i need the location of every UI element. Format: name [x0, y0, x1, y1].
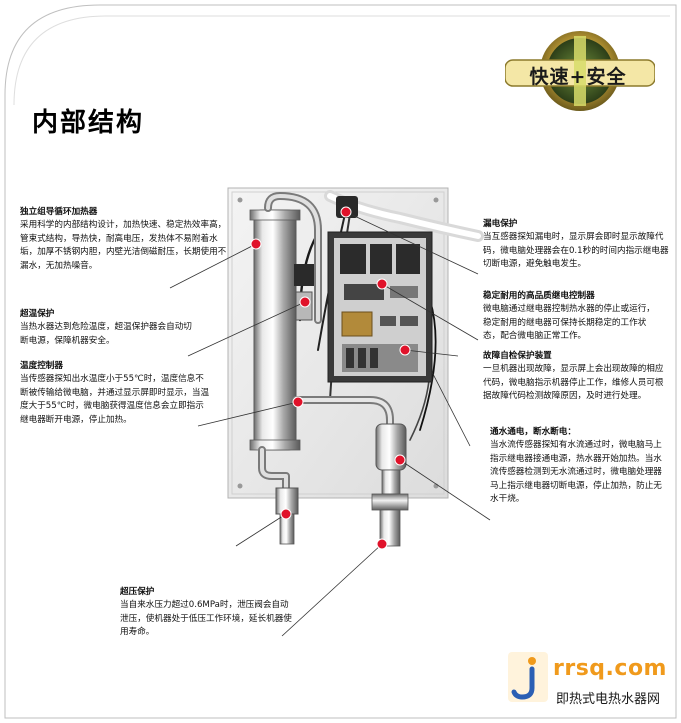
heater-tube — [249, 209, 314, 451]
callout-relay: 稳定耐用的高品质继电控制器 微电脑通过继电器控制热水器的停止或运行，稳定耐用的继… — [483, 290, 663, 344]
safety-badge-emblem — [505, 31, 655, 111]
callout-pressure-body: 当自来水压力超过0.6MPa时，泄压阀会自动泄压，使机器处于低压工作环境，延长机… — [120, 600, 292, 638]
marker-relay — [376, 278, 388, 290]
callout-markers — [250, 206, 411, 550]
callout-overheat-heading: 超温保护 — [20, 309, 55, 319]
control-board — [327, 231, 433, 383]
leader-lines — [169, 211, 491, 637]
callout-relay-heading: 稳定耐用的高品质继电控制器 — [483, 291, 595, 301]
callout-overheat-body: 当热水器达到危险温度，超温保护器会自动切断电源，保障机器安全。 — [20, 322, 192, 346]
marker-flow — [394, 454, 406, 466]
marker-heater — [250, 238, 262, 250]
callout-heater-heading: 独立组导循环加热器 — [20, 207, 98, 217]
marker-overheat — [299, 296, 311, 308]
page-title: 内部结构 — [32, 108, 145, 138]
bottom-fittings — [275, 487, 409, 547]
callout-relay-body: 微电脑通过继电器控制热水器的停止或运行，稳定耐用的继电器可保持长期稳定的工作状态… — [483, 304, 655, 342]
callout-selfcheck-body: 一旦机器出现故障，显示屏上会出现故障的相应代码，微电脑指示机器停止工作，维修人员… — [483, 364, 664, 402]
callout-heater-body: 采用科学的内部结构设计，加热快速、稳定热效率高，管束式结构，导热快，耐高电压，发… — [20, 220, 227, 271]
marker-tempctrl — [292, 396, 304, 408]
callout-overheat: 超温保护 当热水器达到危险温度，超温保护器会自动切断电源，保障机器安全。 — [20, 308, 192, 348]
callout-pressure: 超压保护 当自来水压力超过0.6MPa时，泄压阀会自动泄压，使机器处于低压工作环… — [120, 586, 292, 640]
callout-flow-body: 当水流传感器探知有水流通过时，微电脑马上指示继电器接通电源，热水器开始加热。当水… — [490, 440, 662, 505]
logo-url[interactable]: rrsq.com — [553, 656, 667, 681]
callout-flow: 通水通电，断水断电： 当水流传感器探知有水流通过时，微电脑马上指示继电器接通电源… — [490, 426, 670, 506]
badge-text: 快速+安全 — [529, 66, 627, 88]
marker-valve — [280, 508, 292, 520]
callout-tempctrl: 温度控制器 当传感器探知出水温度小于55℃时，温度信息不断被传输给微电脑，并通过… — [20, 360, 210, 427]
callout-tempctrl-body: 当传感器探知出水温度小于55℃时，温度信息不断被传输给微电脑，并通过显示屏即时显… — [20, 374, 210, 425]
marker-leakage — [340, 206, 352, 218]
callout-selfcheck: 故障自检保护装置 一旦机器出现故障，显示屏上会出现故障的相应代码，微电脑指示机器… — [483, 350, 669, 404]
logo-subtitle: 即热式电热水器网 — [556, 692, 661, 707]
callout-leakage-heading: 漏电保护 — [483, 219, 518, 229]
marker-selfcheck — [399, 344, 411, 356]
callout-leakage-body: 当互感器探知漏电时，显示屏会即时显示故障代码，微电脑处理器会在0.1秒的时间内指… — [483, 232, 669, 270]
callout-flow-heading: 通水通电，断水断电： — [490, 427, 576, 437]
callout-selfcheck-heading: 故障自检保护装置 — [483, 351, 552, 361]
marker-pressure — [376, 538, 388, 550]
water-pipes — [258, 192, 394, 496]
callout-tempctrl-heading: 温度控制器 — [20, 361, 63, 371]
callout-heater: 独立组导循环加热器 采用科学的内部结构设计，加热快速、稳定热效率高，管束式结构，… — [20, 206, 228, 273]
callout-leakage: 漏电保护 当互感器探知漏电时，显示屏会即时显示故障代码，微电脑处理器会在0.1秒… — [483, 218, 669, 272]
logo-j-mark — [508, 652, 548, 702]
callout-pressure-heading: 超压保护 — [120, 587, 155, 597]
